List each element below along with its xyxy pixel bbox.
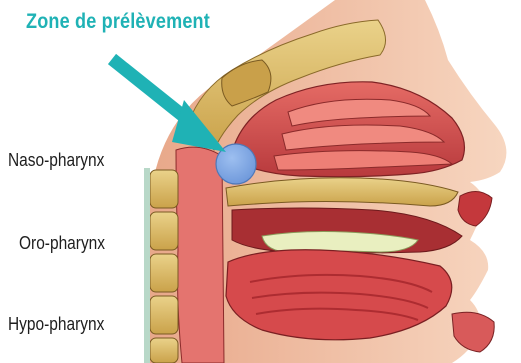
cervical-spine	[150, 170, 178, 363]
pharynx-wall	[176, 147, 224, 363]
spinal-cord	[144, 168, 150, 363]
label-naso-pharynx: Naso-pharynx	[8, 150, 104, 171]
label-oro-pharynx: Oro-pharynx	[19, 233, 105, 254]
label-hypo-pharynx: Hypo-pharynx	[8, 314, 104, 335]
diagram-title: Zone de prélèvement	[26, 10, 210, 34]
